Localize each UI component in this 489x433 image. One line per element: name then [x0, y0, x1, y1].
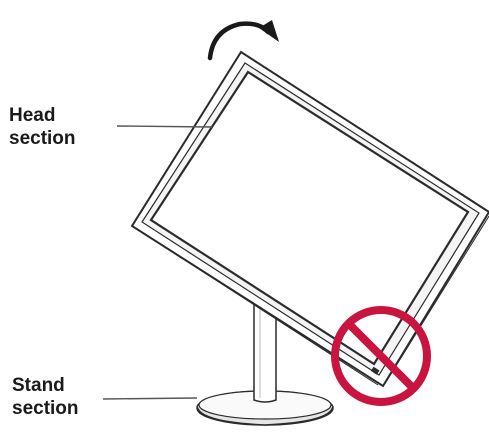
stand-pole [253, 299, 277, 403]
head-leader-line [116, 125, 213, 128]
clockwise-rotation-arrow-icon [207, 20, 279, 61]
stand-leader-line [102, 397, 198, 400]
monitor-head [130, 50, 489, 388]
stand-base [196, 390, 334, 426]
stand-section-label: Stand section [12, 375, 79, 419]
prohibition-icon [331, 306, 431, 406]
head-section-label: Head section [9, 105, 76, 149]
